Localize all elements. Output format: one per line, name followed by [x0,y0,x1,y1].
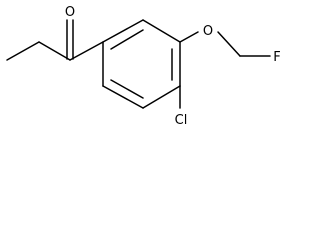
structure-canvas: O O F Cl [6,5,281,128]
bond-ring-ether-o [179,31,199,43]
atom-label-ether-oxygen: O [203,24,213,39]
bond-carbonyl-ring [69,41,104,61]
atom-label-chlorine: Cl [175,113,188,128]
atom-label-carbonyl-oxygen: O [65,5,75,20]
ring-inner-bond-3 [110,79,144,99]
bond-ether-o-ch2 [217,31,241,57]
molecule-diagram: O O F Cl [6,5,281,128]
ring-bond-1 [102,19,144,43]
ring-bond-4 [142,85,181,109]
bond-ch3-ch2 [6,41,40,61]
bond-ch2-carbonyl [38,41,71,61]
atom-label-fluorine: F [273,50,280,65]
ring-bond-5 [102,85,144,109]
ring-inner-bond-1 [110,29,144,50]
ring-bond-2 [142,19,181,43]
